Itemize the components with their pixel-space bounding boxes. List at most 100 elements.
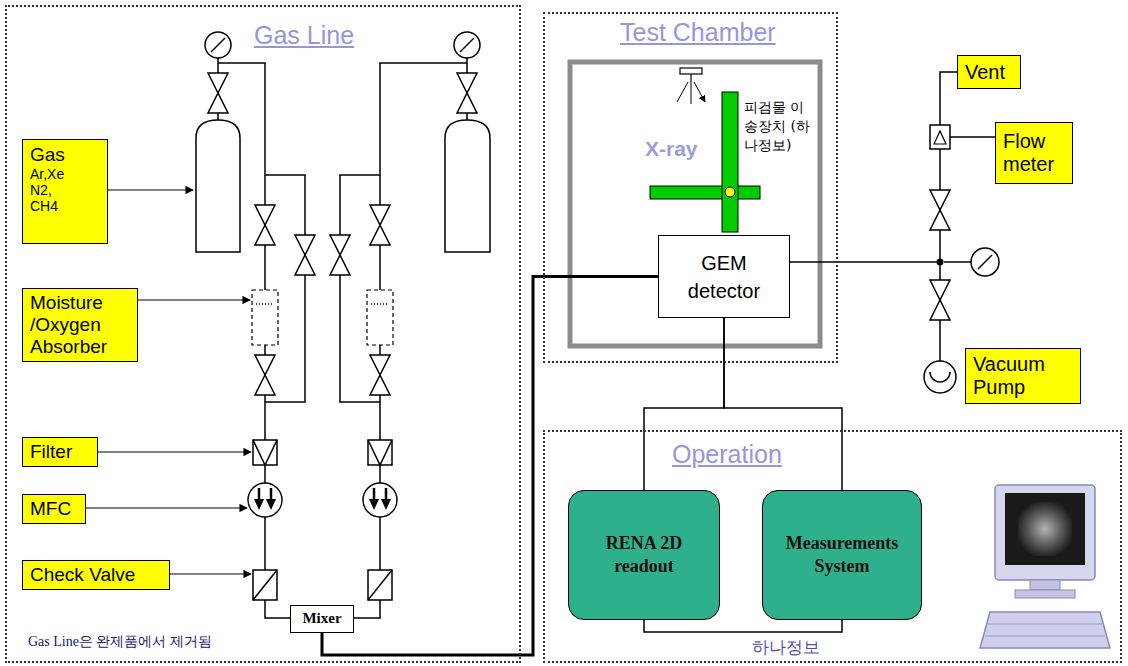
box-text: Flow meter [1003,130,1065,176]
sample-stage [722,92,738,232]
mfc-symbol [248,483,282,517]
computer-monitor [995,485,1095,580]
detector-box: GEM detector [658,235,790,318]
absorber-symbol [252,290,278,345]
xray-source [690,74,691,82]
pressure-gauge [971,248,999,276]
region-title: Gas Line [254,21,354,50]
leader-arrow [90,451,251,452]
check-valve-symbol [368,570,392,600]
filter-symbol [253,440,277,465]
box-subtext: Ar,Xe N2, CH4 [30,166,72,214]
valve-symbol [208,73,228,113]
box-text: Filter [30,441,72,463]
note-text: Gas Line은 완제품에서 제거됨 [28,634,212,651]
gas-cylinder [445,120,490,252]
stage-label: 피검물 이송장치 (하나정보) [744,98,814,155]
mfc-symbol [363,483,397,517]
pressure-gauge [454,32,480,58]
region-title: Operation [672,440,782,469]
beam-label: X-ray [645,136,698,161]
box-text: Check Valve [30,564,135,586]
box-text: Vacuum Pump [973,353,1063,399]
pump-mark [930,372,950,382]
leader-arrow [100,189,193,190]
note-text: Gas Line은 완제품에서 제거됨 [28,634,212,651]
valve-symbol [295,235,315,275]
flow-meter-symbol [930,125,950,149]
screen-image [1018,502,1072,556]
monitor-stand [1030,580,1060,590]
region-title: Test Chamber [620,18,776,47]
mfc-arrow [254,499,276,510]
label-box: Vacuum Pump [965,348,1081,404]
box-text: Measurements System [772,532,912,579]
label-box: GasAr,Xe N2, CH4 [22,139,108,244]
pressure-gauge [205,32,231,58]
exhaust-pipe [790,72,995,361]
mfc-arrow [369,499,391,510]
filter-mark [253,440,277,465]
sample-stage [650,186,760,199]
leader-arrow [162,573,251,574]
stage-label: 피검물 이송장치 (하나정보) [744,98,814,155]
module-box: RENA 2D readout [568,490,720,620]
valve-symbol [457,73,477,113]
pipe-connector [644,620,842,632]
keyboard [980,612,1110,648]
gauge-needle [460,38,474,52]
vendor-label: 하나정보 [752,637,820,657]
valve-symbol [330,235,350,275]
check-valve-symbol [253,570,277,600]
absorber-fill [371,303,389,305]
box-text: Vent [965,61,1005,84]
absorber-fill [256,303,274,305]
filter-mark [368,440,392,465]
keyboard-keys [985,624,1105,636]
pump-symbol [924,361,956,393]
mixer-box: Mixer [290,605,354,633]
monitor-base [1015,590,1075,598]
module-box: Measurements System [762,490,922,620]
stage-joint [725,187,735,197]
valve-symbol [255,355,275,395]
monitor-screen [1005,493,1085,565]
box-text: Gas [30,144,65,166]
region-panel: Test ChamberGEM detector [543,12,838,363]
label-box: MFC [22,494,86,524]
box-text: MFC [30,498,71,520]
xray-source [680,68,702,74]
box-text: GEM detector [669,249,779,305]
valve-symbol [255,205,275,245]
gauge-needle [978,255,992,269]
label-box: Flow meter [995,122,1073,184]
gas-cylinder [196,120,240,252]
box-text: Mixer [302,610,341,627]
valve-symbol [930,190,950,230]
label-box: Filter [22,437,98,467]
vendor-label: 하나정보 [752,637,820,657]
label-box: Vent [957,55,1021,89]
leader-arrow [128,299,250,300]
region-panel: OperationRENA 2D readout Measurements Sys… [543,430,1122,663]
mfc-arrow [374,488,386,500]
label-box: Check Valve [22,560,170,590]
check-valve-mark [253,570,277,600]
flow-meter-mark [934,131,946,144]
pipe-junction [937,259,944,266]
valve-symbol [370,205,390,245]
absorber-symbol [367,290,393,345]
region-panel: Gas LineGasAr,Xe N2, CH4Moisture /Oxygen… [5,5,521,663]
beam-label: X-ray [645,136,698,161]
valve-symbol [930,280,950,320]
box-text: RENA 2D readout [589,532,699,579]
filter-symbol [368,440,392,465]
box-text: Moisture /Oxygen Absorber [30,292,130,358]
mfc-arrow [259,488,271,500]
vacuum-chamber [570,62,820,346]
label-box: Moisture /Oxygen Absorber [22,288,138,362]
gauge-needle [211,38,225,52]
xray-beam [677,82,705,104]
check-valve-mark [368,570,392,600]
